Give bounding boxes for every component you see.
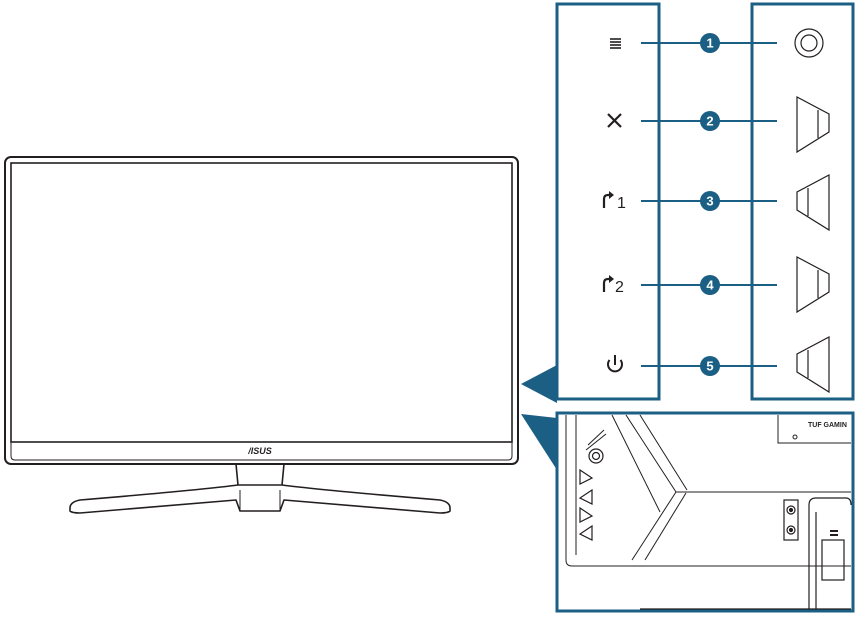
stand-neck (235, 463, 285, 486)
detail-label: TUF GAMIN (808, 422, 847, 429)
shortcut-icon-1: 1 (602, 191, 626, 212)
detail-frame (555, 411, 855, 613)
monitor-outer-frame (4, 156, 519, 465)
stand-base (69, 484, 451, 514)
rear-detail-view: TUF GAMIN (555, 411, 855, 613)
detail-buttons (578, 468, 594, 541)
stand-neck-inner (239, 490, 281, 511)
number-marker-4: 4 (700, 275, 720, 295)
menu-icon (610, 38, 621, 49)
number-marker-2: 2 (700, 111, 720, 131)
detail-indicator-icon (792, 434, 798, 440)
arrow-left-button-icon-5 (796, 336, 830, 394)
monitor-screen (10, 162, 513, 443)
number-marker-3: 3 (700, 191, 720, 211)
brand-logo-text: /ISUS (247, 446, 272, 456)
number-label-1: 1 (706, 36, 713, 51)
detail-stand (640, 497, 852, 610)
callout-pointer-buttons (521, 365, 557, 403)
number-label-5: 5 (706, 359, 713, 374)
shortcut-1-number: 1 (617, 195, 626, 212)
shortcut-icon-2: 2 (602, 275, 624, 296)
arrow-right-button-icon-4 (796, 256, 830, 314)
detail-joystick-icon (588, 448, 604, 464)
button-shape-icons (794, 28, 830, 394)
callout-pointer-detail (521, 414, 557, 470)
detail-lines (565, 414, 851, 567)
arrow-right-button-icon-2 (796, 96, 830, 154)
number-label-3: 3 (706, 194, 713, 209)
number-marker-1: 1 (700, 33, 720, 53)
detail-ports (783, 499, 799, 541)
monitor (4, 156, 519, 514)
monitor-bezel-bottom (10, 442, 513, 461)
number-marker-5: 5 (700, 356, 720, 376)
close-icon (607, 113, 622, 128)
number-label-2: 2 (706, 114, 713, 129)
circle-button-icon (794, 28, 824, 58)
function-icons: 1 2 (602, 38, 626, 373)
number-markers: 1 2 3 4 5 (700, 33, 720, 376)
arrow-left-button-icon-3 (796, 174, 830, 232)
shortcut-2-number: 2 (615, 279, 624, 296)
power-icon (607, 355, 623, 373)
asus-logo: /ISUS (244, 446, 276, 456)
number-label-4: 4 (706, 278, 714, 293)
